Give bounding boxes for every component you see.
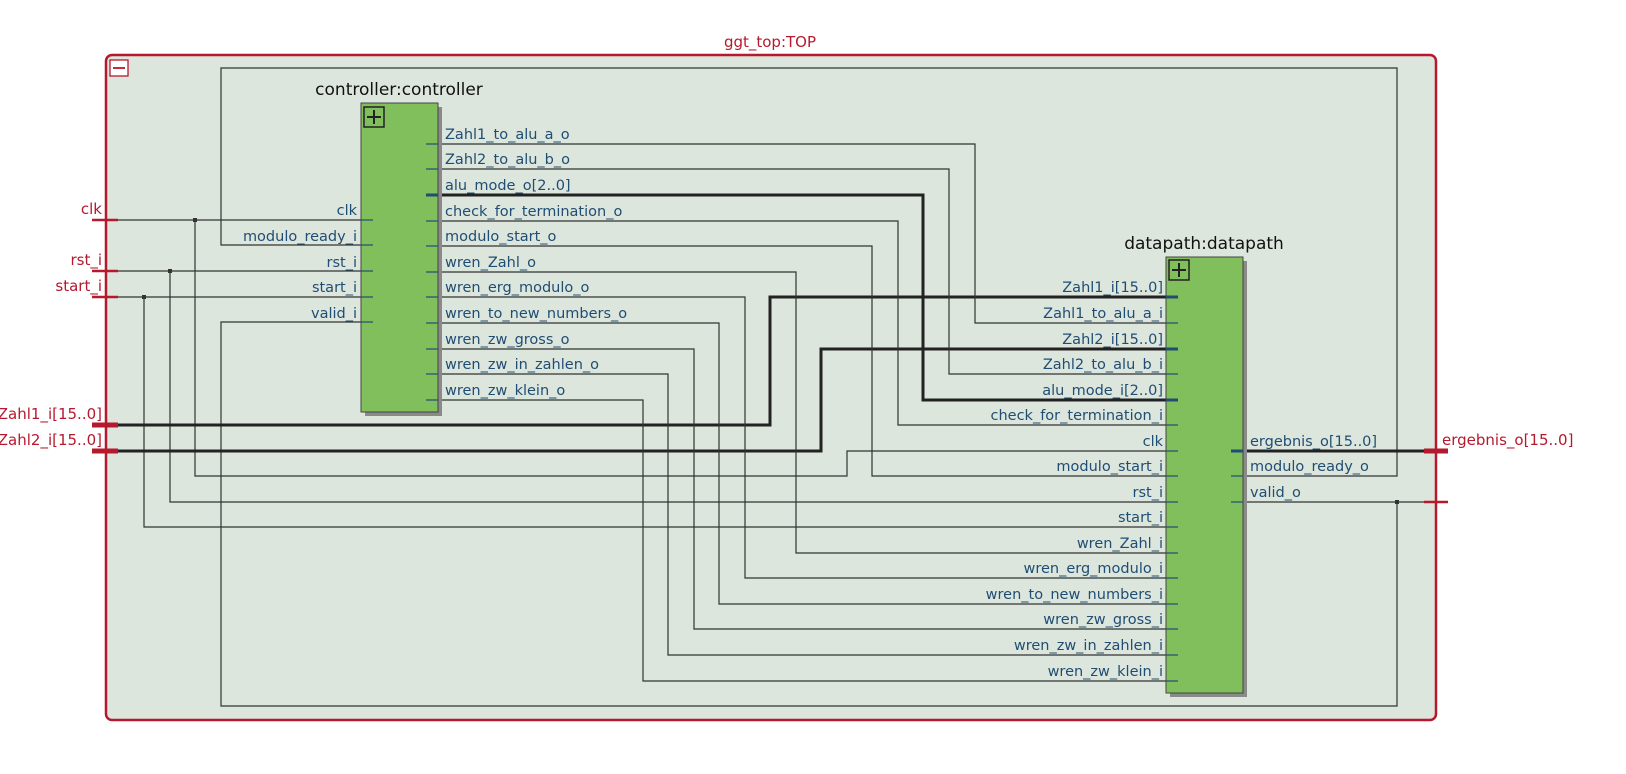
top-input-label: Zahl1_i[15..0] bbox=[0, 405, 102, 424]
wire-wren-erg bbox=[426, 296, 1178, 579]
controller-output-label: check_for_termination_o bbox=[445, 204, 622, 220]
datapath-input-label: wren_zw_gross_i bbox=[1043, 612, 1163, 628]
datapath-input-label: Zahl1_to_alu_a_i bbox=[1043, 306, 1163, 322]
wire-check-term bbox=[426, 220, 1178, 426]
datapath-title: datapath:datapath bbox=[1124, 234, 1284, 254]
controller-input-label: clk bbox=[337, 203, 358, 219]
top-input-label: rst_i bbox=[70, 251, 102, 270]
controller-input-label: modulo_ready_i bbox=[243, 229, 357, 245]
wire-wren-gross bbox=[426, 348, 1178, 630]
wire-wren-klein bbox=[426, 399, 1178, 682]
controller-input-label: start_i bbox=[312, 280, 357, 296]
wire-zahl1-alu bbox=[426, 143, 1178, 324]
plus-box-icon[interactable] bbox=[1168, 259, 1190, 281]
wire-wren-zahl bbox=[426, 271, 1178, 554]
controller-output-label: wren_erg_modulo_o bbox=[445, 280, 589, 296]
plus-box-icon[interactable] bbox=[363, 106, 385, 128]
wire-modulo-ready bbox=[220, 67, 1398, 477]
controller-output-label: wren_zw_in_zahlen_o bbox=[445, 357, 599, 373]
controller-output-label: wren_to_new_numbers_o bbox=[445, 306, 627, 322]
datapath-input-label: Zahl1_i[15..0] bbox=[1062, 280, 1163, 296]
controller-block[interactable] bbox=[360, 102, 442, 416]
datapath-output-label: valid_o bbox=[1250, 485, 1301, 501]
top-output-ports bbox=[1424, 448, 1448, 504]
datapath-output-stubs bbox=[1231, 449, 1243, 503]
datapath-input-label: clk bbox=[1143, 434, 1164, 450]
top-input-label: Zahl2_i[15..0] bbox=[0, 431, 102, 450]
datapath-input-stubs bbox=[1166, 295, 1178, 682]
controller-output-label: alu_mode_o[2..0] bbox=[445, 178, 571, 194]
bus-zahl1 bbox=[118, 295, 1178, 427]
controller-output-stubs bbox=[426, 143, 438, 401]
datapath-input-label: Zahl2_i[15..0] bbox=[1062, 332, 1163, 348]
datapath-input-label: start_i bbox=[1118, 510, 1163, 526]
datapath-input-label: check_for_termination_i bbox=[991, 408, 1164, 424]
datapath-input-label: wren_zw_in_zahlen_i bbox=[1014, 638, 1163, 654]
bus-zahl2 bbox=[118, 347, 1178, 453]
wire-valid bbox=[220, 321, 1398, 707]
controller-title: controller:controller bbox=[315, 80, 483, 100]
wire-clk-dp bbox=[194, 220, 1178, 477]
controller-input-label: valid_i bbox=[311, 306, 357, 322]
datapath-input-label: wren_zw_klein_i bbox=[1048, 664, 1163, 680]
datapath-block[interactable] bbox=[1165, 256, 1247, 697]
top-input-ports bbox=[92, 218, 118, 454]
controller-output-label: modulo_start_o bbox=[445, 229, 557, 245]
controller-output-label: wren_zw_klein_o bbox=[445, 383, 565, 399]
controller-output-label: wren_zw_gross_o bbox=[445, 332, 570, 348]
datapath-input-label: wren_erg_modulo_i bbox=[1023, 561, 1163, 577]
minus-box-icon[interactable] bbox=[109, 59, 129, 77]
datapath-output-label: ergebnis_o[15..0] bbox=[1250, 434, 1377, 450]
controller-input-label: rst_i bbox=[327, 255, 357, 271]
wire-modulo-start bbox=[426, 245, 1178, 477]
controller-output-label: Zahl2_to_alu_b_o bbox=[445, 152, 570, 168]
wire-rst-dp bbox=[169, 271, 1178, 503]
bus-alu-mode bbox=[426, 193, 1178, 402]
controller-input-stubs bbox=[361, 219, 373, 323]
junction-dot bbox=[193, 218, 197, 222]
datapath-input-label: modulo_start_i bbox=[1056, 459, 1163, 475]
controller-output-label: Zahl1_to_alu_a_o bbox=[445, 127, 570, 143]
datapath-input-label: alu_mode_i[2..0] bbox=[1042, 383, 1163, 399]
junction-dot bbox=[142, 295, 146, 299]
wire-wren-in bbox=[426, 373, 1178, 656]
junction-dot bbox=[1395, 500, 1399, 504]
top-input-label: start_i bbox=[55, 277, 102, 296]
junction-dot bbox=[168, 269, 172, 273]
top-title: ggt_top:TOP bbox=[724, 33, 816, 52]
top-input-label: clk bbox=[81, 200, 102, 218]
datapath-input-label: wren_to_new_numbers_i bbox=[986, 587, 1163, 603]
controller-output-label: wren_Zahl_o bbox=[445, 255, 536, 271]
datapath-input-label: rst_i bbox=[1133, 485, 1163, 501]
wire-start-dp bbox=[143, 297, 1178, 528]
wire-zahl2-alu bbox=[426, 168, 1178, 375]
wire-wren-new bbox=[426, 322, 1178, 605]
datapath-input-label: wren_Zahl_i bbox=[1077, 536, 1163, 552]
datapath-output-label: modulo_ready_o bbox=[1250, 459, 1369, 475]
top-output-label: ergebnis_o[15..0] bbox=[1442, 431, 1573, 450]
datapath-input-label: Zahl2_to_alu_b_i bbox=[1043, 357, 1163, 373]
